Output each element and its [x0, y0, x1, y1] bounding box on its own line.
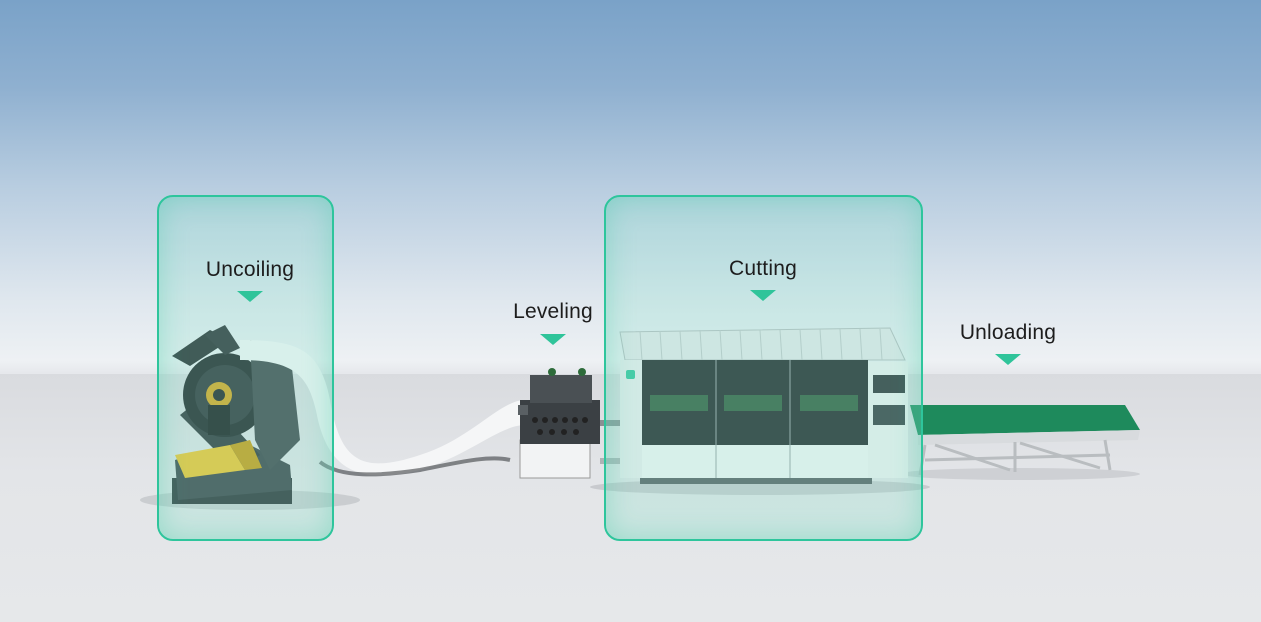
stage-label-cutting: Cutting — [729, 257, 797, 280]
chevron-down-icon — [750, 290, 776, 301]
laser-cutter-machine — [619, 327, 908, 484]
uncoiler-machine — [172, 325, 300, 504]
stage-label-leveling: Leveling — [513, 300, 593, 323]
stage-label-uncoiling: Uncoiling — [205, 258, 295, 281]
cutting-zone-highlight — [604, 195, 923, 541]
chevron-down-icon — [540, 334, 566, 345]
chevron-down-icon — [995, 354, 1021, 365]
stage-label-unloading: Unloading — [959, 321, 1057, 344]
unloading-conveyor — [910, 405, 1140, 476]
chevron-down-icon — [237, 291, 263, 302]
leveler-machine — [518, 368, 622, 479]
uncoiling-zone-highlight — [157, 195, 334, 541]
